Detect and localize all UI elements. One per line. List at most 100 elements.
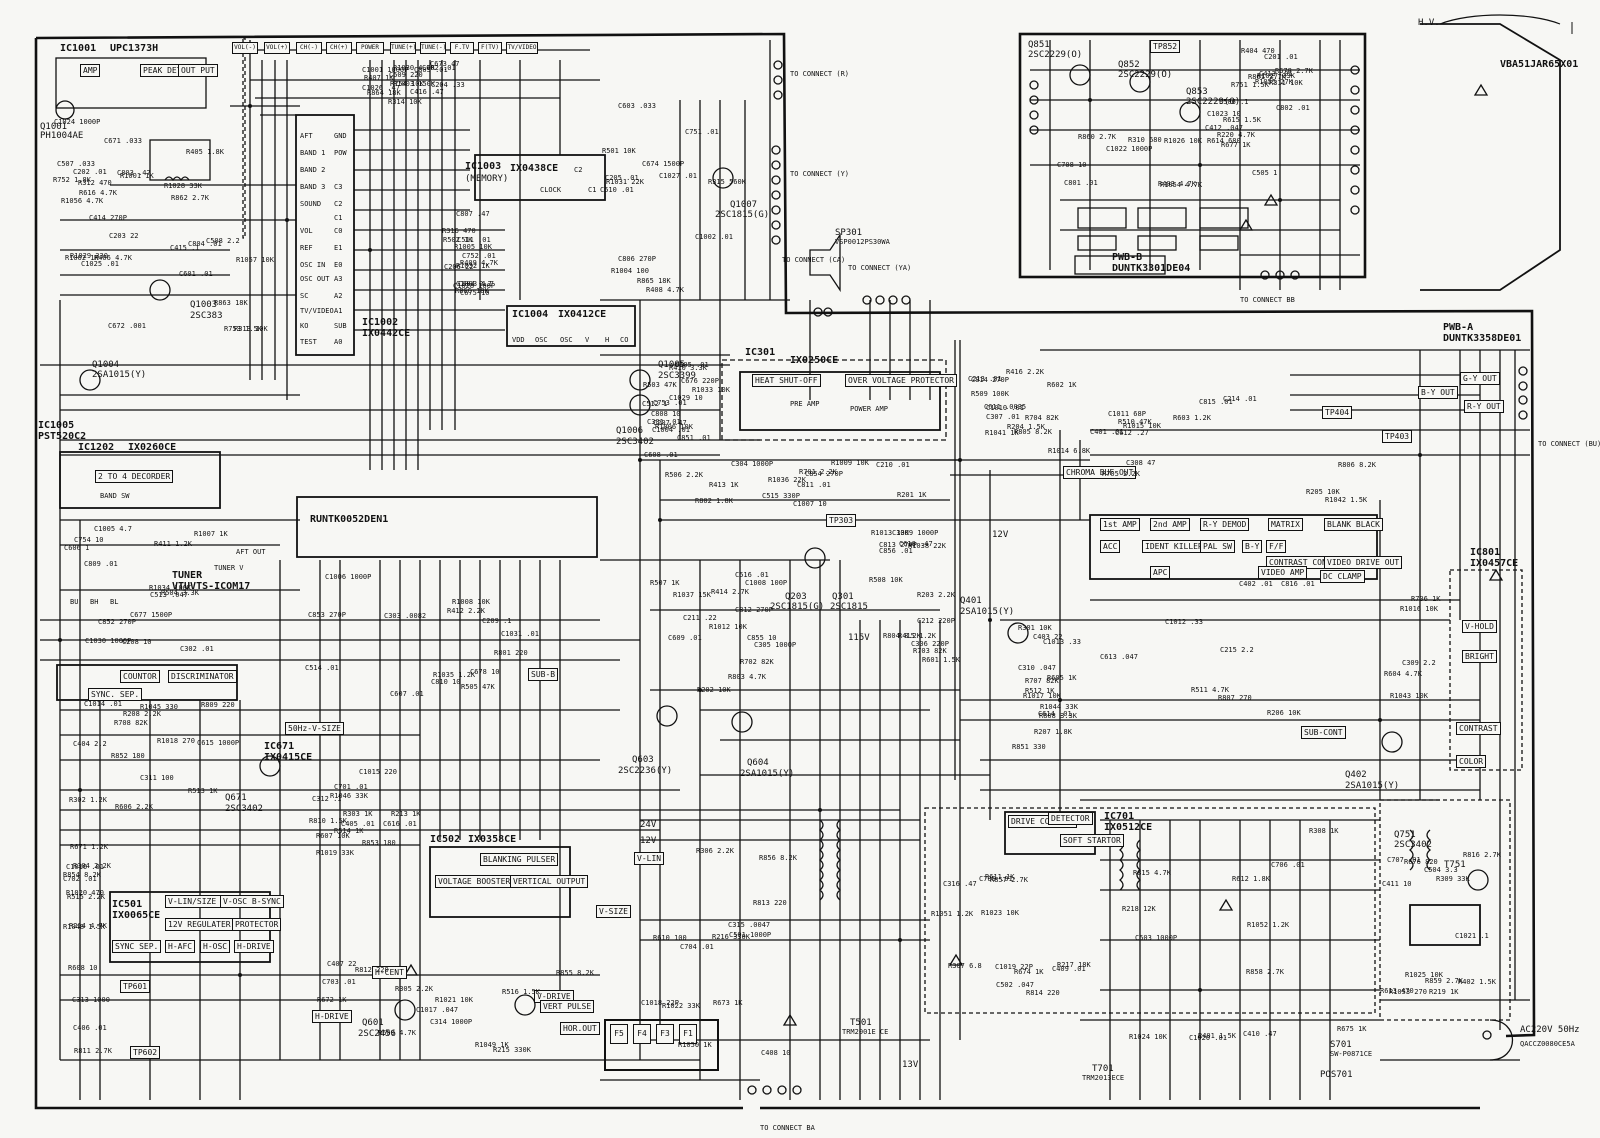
- switch-vol-down[interactable]: VOL(-): [232, 42, 258, 54]
- tp404: TP404: [1322, 406, 1353, 419]
- component-label: C752 .01: [462, 252, 496, 260]
- tp601: TP601: [120, 980, 151, 993]
- component-label: C1024 1000P: [54, 118, 101, 126]
- ic1002-pin-l0: AFT: [300, 132, 313, 140]
- out-gy: G-Y OUT: [1460, 372, 1500, 385]
- switch-ftv2[interactable]: F(TV): [478, 42, 502, 54]
- t751-ref: T751: [1444, 860, 1466, 870]
- switch-tune-down[interactable]: TUNE(-): [420, 42, 446, 54]
- component-label: C501 1000P: [729, 931, 772, 939]
- switch-ftv[interactable]: F.TV: [450, 42, 474, 54]
- component-label: R311 10K: [1269, 79, 1303, 87]
- component-label: R1020 470: [66, 889, 104, 897]
- component-label: R612 1.8K: [1232, 875, 1270, 883]
- tuner-pin-bu: BU: [70, 598, 79, 606]
- component-label: R1007 1K: [194, 530, 228, 538]
- speaker-part: VSP0012PS30WA: [835, 238, 890, 246]
- component-label: R706 1K: [1411, 595, 1441, 603]
- component-label: R671 1.2K: [70, 843, 108, 851]
- component-label: C807 .47: [456, 210, 490, 218]
- component-label: C811 .01: [797, 481, 831, 489]
- component-label: C411 10: [1382, 880, 1412, 888]
- component-label: R1037 15K: [673, 591, 711, 599]
- component-label: C1005 4.7: [94, 525, 132, 533]
- switch-ch-up[interactable]: CH(+): [326, 42, 352, 54]
- component-label: R1024 10K: [1129, 1033, 1167, 1041]
- component-label: R1012 10K: [709, 623, 747, 631]
- component-label: R503 47K: [643, 381, 677, 389]
- component-label: R816 2.7K: [1463, 851, 1501, 859]
- component-label: C502 .047: [996, 981, 1034, 989]
- ic301-ref: IC301: [745, 347, 776, 358]
- component-label: R1050 1K: [678, 1041, 712, 1049]
- component-label: R315 560K: [708, 178, 746, 186]
- component-label: R309 33K: [1436, 875, 1470, 883]
- component-label: C1014 .01: [84, 700, 122, 708]
- ic801-ref: IC801: [1470, 547, 1501, 558]
- ic1002-pin-l11: KO: [300, 322, 309, 330]
- component-label: C616 .01: [383, 820, 417, 828]
- tp303: TP303: [826, 514, 857, 527]
- component-label: R805 8.2K: [1014, 428, 1052, 436]
- component-label: R1001 1K: [120, 172, 154, 180]
- component-label: C401 .01: [1090, 428, 1124, 436]
- ic671-part: IX0415CE: [264, 752, 313, 763]
- component-label: R859 2.7K: [1425, 977, 1463, 985]
- component-label: R1023 10K: [981, 909, 1019, 917]
- component-label: R1021 10K: [435, 996, 473, 1004]
- component-label: R812 220: [355, 966, 389, 974]
- control-bright: BRIGHT: [1462, 650, 1497, 663]
- switch-tune-up[interactable]: TUNE(+): [390, 42, 416, 54]
- q604-ref: Q604: [747, 758, 769, 768]
- component-label: R1049 1K: [475, 1041, 509, 1049]
- ic801-block-by: B-Y: [1242, 540, 1263, 553]
- component-label: C407 22: [327, 960, 357, 968]
- component-label: C409 .01: [1052, 965, 1086, 973]
- q852-ref: Q852: [1118, 60, 1140, 70]
- control-color: COLOR: [1456, 755, 1487, 768]
- ic1002-pin-l12: TEST: [300, 338, 317, 346]
- component-label: R861 2.7K: [1248, 73, 1286, 81]
- switch-vol-up[interactable]: VOL(+): [264, 42, 290, 54]
- component-label: C508 2.2: [206, 237, 240, 245]
- component-label: R508 10K: [869, 576, 903, 584]
- component-label: C703 .01: [322, 978, 356, 986]
- switch-power[interactable]: POWER: [356, 42, 384, 54]
- ic801-part: IX0457CE: [1470, 558, 1519, 569]
- component-label: C215 2.2: [1220, 646, 1254, 654]
- component-label: R410 3.3K: [669, 364, 707, 372]
- component-label: C806 270P: [618, 255, 656, 263]
- component-label: C308 47: [1126, 459, 1156, 467]
- hv-label: H.V.: [1418, 18, 1440, 28]
- component-label: R865 18K: [637, 277, 671, 285]
- component-label: R811 2.7K: [74, 1047, 112, 1055]
- component-label: R703 82K: [913, 647, 947, 655]
- ic671-block-countor: COUNTOR: [120, 670, 160, 683]
- q852-part: 2SC2229(O): [1118, 70, 1173, 80]
- component-label: C511 .01: [457, 236, 491, 244]
- component-label: R607 10K: [316, 832, 350, 840]
- component-label: R855 8.2K: [556, 969, 594, 977]
- component-label: C307 .01: [986, 413, 1020, 421]
- switch-tv-video[interactable]: TV/VIDEO: [506, 42, 538, 54]
- component-label: R1027 33K: [1257, 72, 1295, 80]
- component-label: C302 .01: [180, 645, 214, 653]
- ic1004-pin0: VDD: [512, 336, 525, 344]
- component-label: C205 .01: [605, 174, 639, 182]
- ic1001-block-amp: AMP: [80, 64, 101, 77]
- component-label: R314 10K: [388, 98, 422, 106]
- component-label: C753 .01: [653, 399, 687, 407]
- component-label: R214 4.7K: [69, 922, 107, 930]
- misc-vertpulse: VERT PULSE: [540, 1000, 595, 1013]
- ic1002-pin-r9: A2: [334, 292, 343, 300]
- q853-ref: Q853: [1186, 87, 1208, 97]
- component-label: C1026 .47: [362, 84, 400, 92]
- component-label: C813 270P: [879, 541, 917, 549]
- ic1202-ref: IC1202: [78, 442, 115, 453]
- component-label: C1007 10: [793, 500, 827, 508]
- switch-ch-down[interactable]: CH(-): [296, 42, 322, 54]
- ic1002-pin-r6: E1: [334, 244, 343, 252]
- ic801-block-matrix: MATRIX: [1268, 518, 1303, 531]
- ic1003-part: IX0438CE: [510, 163, 559, 174]
